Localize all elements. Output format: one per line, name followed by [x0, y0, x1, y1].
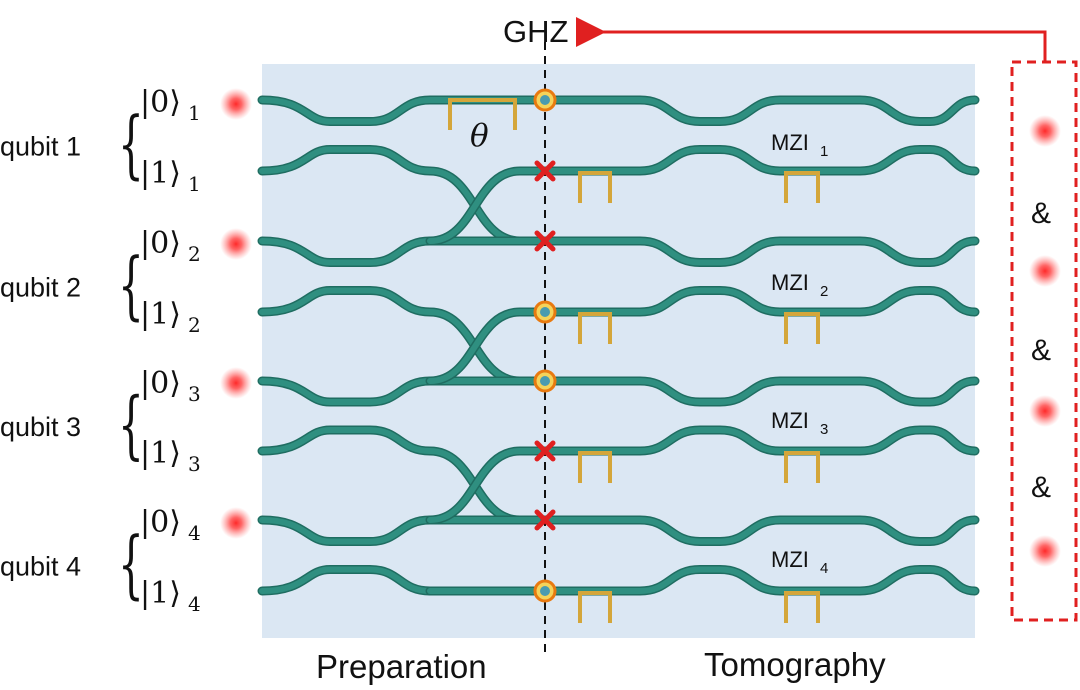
ket-one-subscript: 1 [188, 172, 201, 196]
qubit-name: qubit 4 [0, 552, 81, 582]
ket-zero-subscript: 3 [188, 382, 201, 406]
heater-electrode [784, 451, 820, 483]
qubit-brace: { [118, 383, 144, 469]
detected-photon [1029, 115, 1061, 147]
ket-one: |1⟩ [140, 156, 181, 191]
ket-one-subscript: 2 [188, 313, 201, 337]
tomography-label: Tomography [704, 646, 886, 683]
waveguide-core [259, 287, 548, 384]
mzi-label: MZI [771, 547, 809, 572]
mzi-label: MZI [771, 408, 809, 433]
ghz-label: GHZ [503, 14, 568, 49]
heater-layer [448, 98, 820, 623]
qubit-brace: { [118, 244, 144, 330]
mzi-subscript: 2 [820, 283, 828, 300]
waveguide-core [542, 427, 978, 454]
ket-zero-subscript: 1 [188, 101, 201, 125]
waveguide-core [259, 146, 548, 244]
qubit-name: qubit 1 [0, 132, 81, 162]
ket-zero: |0⟩ [140, 505, 181, 540]
heater-electrode [578, 451, 612, 483]
photon-source [220, 367, 252, 399]
waveguide-core [427, 168, 548, 244]
detector-click-core [540, 307, 550, 317]
waveguide-core [259, 378, 548, 405]
waveguide-core [542, 566, 978, 594]
heater-electrode [448, 98, 517, 130]
detected-photon [1029, 395, 1061, 427]
waveguide-core [427, 448, 548, 523]
marker-layer [533, 88, 557, 603]
detector-items: & & & [1029, 115, 1061, 567]
ket-one: |1⟩ [140, 576, 181, 611]
waveguide-core [259, 238, 548, 266]
photon-layer [220, 88, 252, 539]
coincidence-and-symbol: & [1031, 197, 1051, 230]
mzi-subscript: 3 [820, 421, 828, 438]
waveguide-core [542, 287, 978, 315]
ket-zero: |0⟩ [140, 366, 181, 401]
waveguide-core [259, 427, 548, 523]
heater-electrode [784, 171, 820, 203]
heater-electrode [578, 591, 612, 623]
ket-zero: |0⟩ [140, 85, 181, 120]
mzi-subscript: 1 [820, 143, 828, 160]
heater-electrode [784, 591, 820, 623]
waveguide-core [259, 97, 548, 125]
mzi-label: MZI [771, 270, 809, 295]
photon-source [220, 228, 252, 260]
coincidence-and-symbol: & [1031, 471, 1051, 504]
waveguide-core [427, 309, 548, 384]
photon-source [220, 88, 252, 120]
waveguide-core [259, 517, 548, 545]
ket-zero: |0⟩ [140, 226, 181, 261]
qubit-name: qubit 3 [0, 412, 81, 442]
waveguide-core [542, 517, 978, 545]
qubit-name: qubit 2 [0, 273, 81, 303]
qubit-brace: { [118, 103, 144, 189]
coincidence-and-symbol: & [1031, 334, 1051, 367]
no-click-marker [534, 440, 556, 462]
detector-click-core [540, 586, 550, 596]
ket-one: |1⟩ [140, 436, 181, 471]
ket-one: |1⟩ [140, 297, 181, 332]
heater-electrode [578, 312, 612, 344]
waveguide-core [259, 566, 433, 594]
waveguide-core [542, 146, 978, 174]
photon-source [220, 507, 252, 539]
detected-photon [1029, 535, 1061, 567]
no-click-marker [534, 160, 556, 182]
ket-one-subscript: 4 [188, 592, 201, 616]
detector-box [1010, 60, 1078, 622]
heater-electrode [784, 312, 820, 344]
detector-click-core [540, 376, 550, 386]
preparation-label: Preparation [316, 648, 487, 685]
waveguide-layer [257, 95, 980, 596]
mzi-label: MZI [771, 130, 809, 155]
ket-one-subscript: 3 [188, 452, 201, 476]
waveguide-core [542, 97, 978, 125]
waveguide-core [542, 238, 978, 266]
feedback-arrow [576, 17, 1047, 62]
waveguide-core [542, 378, 978, 405]
detected-photon [1029, 255, 1061, 287]
mzi-subscript: 4 [820, 560, 828, 577]
theta-label: θ [470, 118, 489, 154]
ket-zero-subscript: 2 [188, 242, 201, 266]
detector-click-core [540, 95, 550, 105]
heater-electrode [578, 171, 612, 203]
ket-zero-subscript: 4 [188, 521, 201, 545]
no-click-marker [534, 230, 556, 252]
qubit-brace: { [118, 523, 144, 609]
no-click-marker [534, 509, 556, 531]
